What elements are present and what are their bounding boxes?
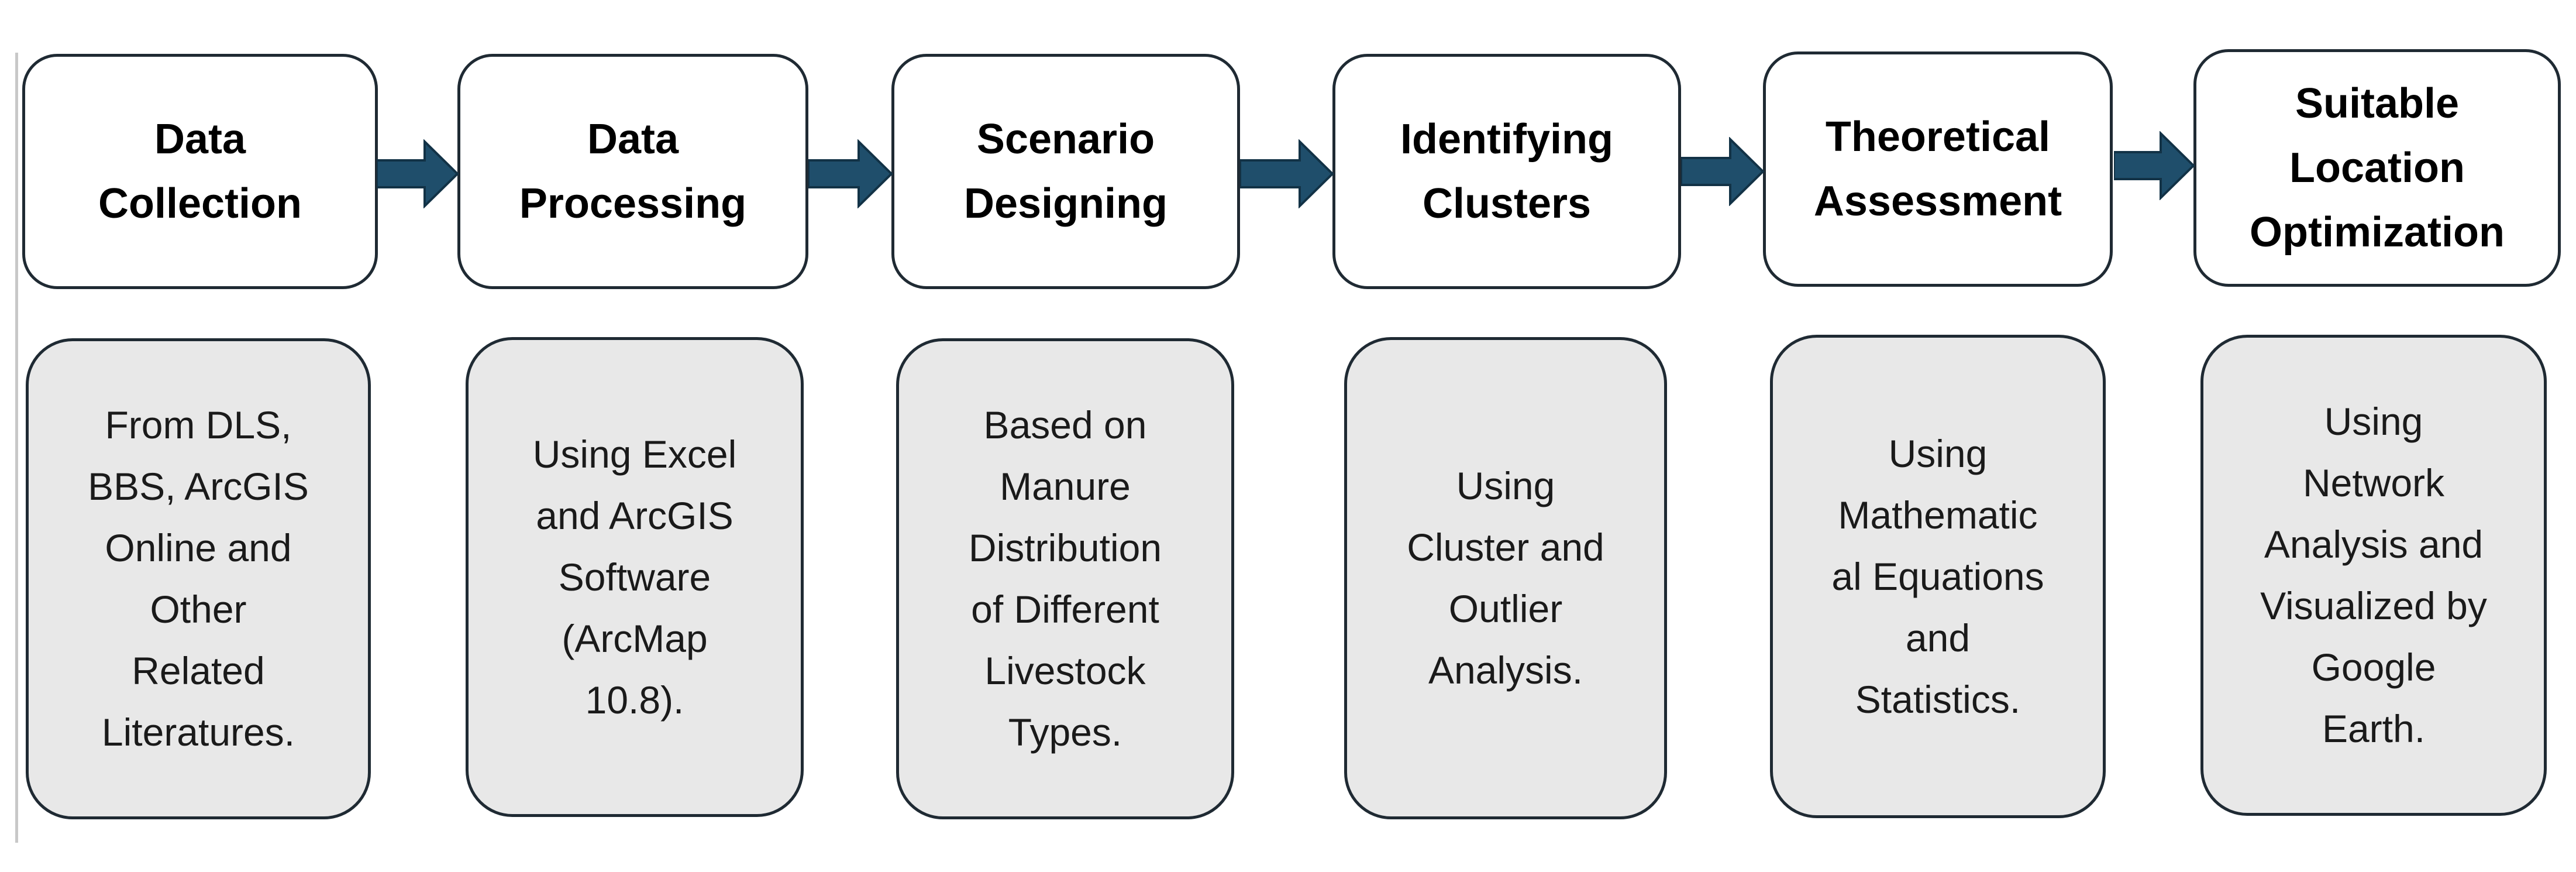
stage-title: Data Processing [519, 116, 747, 227]
stage-description: Using Mathematic al Equations and Statis… [1831, 431, 2044, 721]
stage-title: Suitable Location Optimization [2250, 80, 2505, 256]
description-box-theoretical-assessment: Using Mathematic al Equations and Statis… [1770, 335, 2106, 818]
stage-title: Scenario Designing [963, 116, 1168, 227]
arrow-right-icon [2114, 131, 2195, 200]
arrow-right-icon [1681, 137, 1765, 206]
stage-box-theoretical-assessment: Theoretical Assessment [1763, 52, 2113, 287]
stage-description: Based on Manure Distribution of Differen… [968, 403, 1162, 754]
stage-box-data-collection: Data Collection [22, 54, 378, 289]
stage-title: Theoretical Assessment [1813, 114, 2062, 225]
description-box-data-processing: Using Excel and ArcGIS Software (ArcMap … [466, 337, 804, 817]
stage-description: Using Network Analysis and Visualized by… [2260, 400, 2487, 750]
left-border-line [15, 53, 18, 843]
arrow-right-icon [377, 139, 459, 208]
description-box-data-collection: From DLS, BBS, ArcGIS Online and Other R… [26, 338, 371, 819]
stage-title: Data Collection [98, 116, 302, 227]
arrow-right-icon [808, 139, 893, 208]
stage-description: Using Excel and ArcGIS Software (ArcMap … [532, 432, 737, 722]
description-box-suitable-location-optimization: Using Network Analysis and Visualized by… [2200, 335, 2547, 816]
stage-description: From DLS, BBS, ArcGIS Online and Other R… [88, 403, 309, 754]
stage-box-identifying-clusters: Identifying Clusters [1332, 54, 1681, 289]
description-box-scenario-designing: Based on Manure Distribution of Differen… [896, 338, 1234, 819]
stage-title: Identifying Clusters [1400, 116, 1613, 227]
stage-description: Using Cluster and Outlier Analysis. [1407, 464, 1604, 692]
stage-box-scenario-designing: Scenario Designing [891, 54, 1240, 289]
description-box-identifying-clusters: Using Cluster and Outlier Analysis. [1344, 337, 1667, 819]
stage-box-data-processing: Data Processing [457, 54, 808, 289]
stage-box-suitable-location-optimization: Suitable Location Optimization [2193, 49, 2561, 287]
arrow-right-icon [1240, 139, 1334, 208]
